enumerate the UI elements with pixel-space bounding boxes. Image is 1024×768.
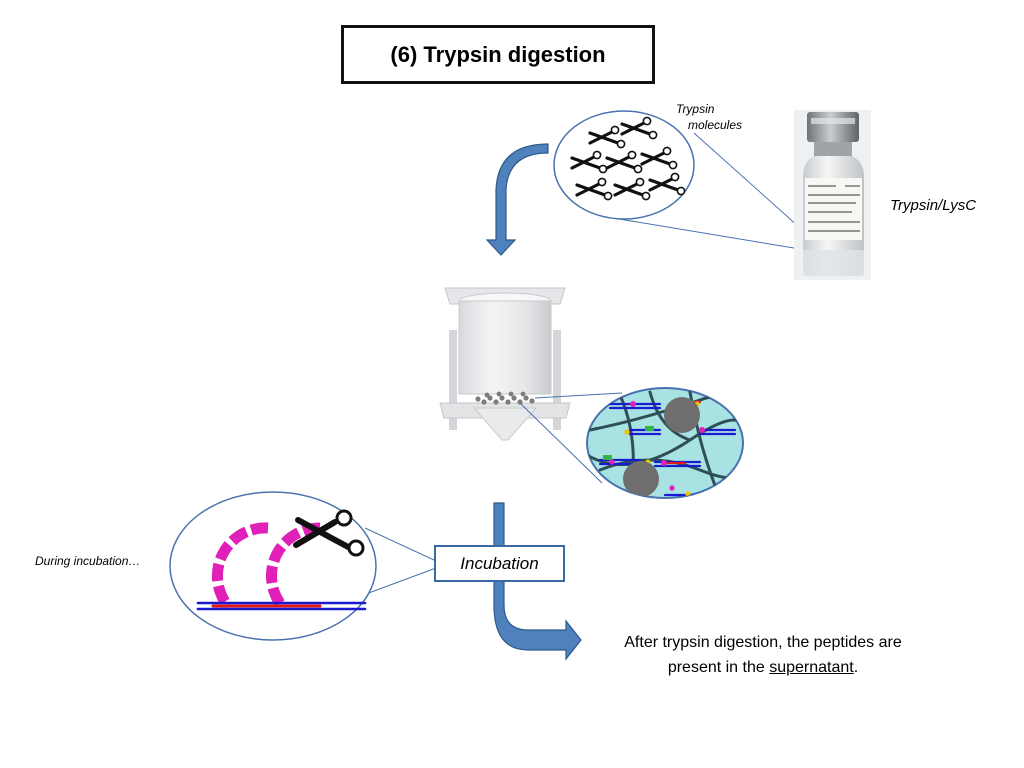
during-incubation-label: During incubation… [35,554,141,568]
page-title: (6) Trypsin digestion [390,41,606,67]
vial-label-lines [808,185,860,232]
incubation-box: Incubation [434,545,565,582]
spin-filter-tube [439,287,571,441]
incubation-zoom-bubble [169,491,437,641]
add-trypsin-arrow [485,143,549,256]
result-text: After trypsin digestion, the peptides ar… [600,630,926,680]
bead-zoom-bubble [519,387,744,499]
supernatant-word: supernatant [769,659,854,676]
result-text-end: . [853,659,859,676]
protein-arc [211,522,321,610]
trypsin-molecules-label: Trypsin molecules [676,101,742,133]
trypsin-molecules-label-line1: Trypsin [676,102,715,116]
incubation-arrow [493,502,582,661]
trypsin-molecules-bubble [553,110,819,253]
incubation-label: Incubation [460,553,539,573]
trypsin-molecules-label-line2: molecules [688,118,743,132]
trypsin-vial-image [794,110,871,280]
peptide-strand [196,601,367,611]
scissors-icon [293,509,365,557]
vial-label: Trypsin/LysC [890,197,977,214]
title-box: (6) Trypsin digestion [341,25,655,84]
result-text-main: After trypsin digestion, the peptides ar… [624,634,902,676]
filter-beads [475,391,535,405]
